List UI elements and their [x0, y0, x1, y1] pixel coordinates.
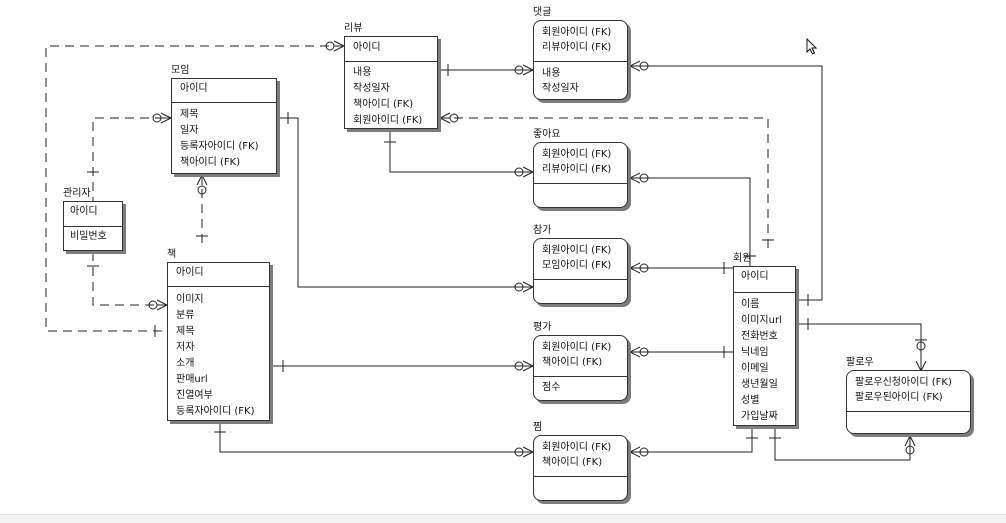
entity-title: 참가 — [533, 225, 552, 236]
rel-admin-meeting — [87, 112, 173, 206]
rel-admin-book — [87, 252, 169, 311]
foreign-key: 모임아이디 (FK) — [542, 260, 612, 271]
foreign-key: 팔로우된아이디 (FK) — [855, 392, 943, 403]
foreign-key: 리뷰아이디 (FK) — [542, 164, 612, 175]
attribute: 등록자아이디 (FK) — [180, 141, 259, 152]
foreign-key: 책아이디 (FK) — [542, 357, 603, 368]
entity-title: 리뷰 — [344, 23, 363, 34]
attribute: 판매url — [176, 374, 208, 385]
attribute: 내용 — [353, 67, 372, 78]
attribute: 이름 — [741, 299, 760, 310]
rel-book-meeting — [196, 173, 208, 243]
attribute: 소개 — [176, 358, 195, 369]
entity-participation[interactable]: 참가 회원아이디 (FK) 모임아이디 (FK) — [533, 225, 628, 304]
entity-book[interactable]: 책 아이디 이미지 분류 제목 저자 소개 판매url 진열여부 등록자아이디 … — [167, 249, 270, 421]
foreign-key: 회원아이디 (FK) — [542, 149, 612, 160]
mouse-cursor-icon — [806, 38, 818, 55]
primary-key: 아이디 — [176, 267, 204, 278]
primary-key: 아이디 — [180, 83, 208, 94]
attribute: 이미지 — [176, 294, 204, 305]
entity-title: 모임 — [171, 65, 190, 76]
attribute: 점수 — [542, 382, 561, 393]
attribute: 생년월일 — [741, 379, 778, 390]
attribute: 내용 — [542, 68, 561, 79]
attribute: 분류 — [176, 310, 195, 321]
entity-meeting[interactable]: 모임 아이디 제목 일자 등록자아이디 (FK) 책아이디 (FK) — [171, 65, 277, 174]
attribute: 전화번호 — [741, 331, 778, 342]
window-bottom-strip — [0, 514, 1006, 523]
rel-book-rating — [271, 360, 535, 372]
rel-member-wish — [628, 428, 758, 458]
entity-review[interactable]: 리뷰 아이디 내용 작성일자 책아이디 (FK) 회원아이디 (FK) — [344, 23, 438, 129]
foreign-key: 팔로우신청아이디 (FK) — [855, 377, 952, 388]
entity-like[interactable]: 좋아요 회원아이디 (FK) 리뷰아이디 (FK) — [533, 129, 628, 208]
attribute: 회원아이디 (FK) — [353, 115, 423, 126]
entity-title: 관리자 — [63, 188, 91, 199]
primary-key: 아이디 — [741, 271, 769, 282]
foreign-key: 회원아이디 (FK) — [542, 245, 612, 256]
entity-title: 팔로우 — [846, 357, 874, 368]
rel-book-wish — [214, 423, 535, 458]
attribute: 제목 — [176, 326, 195, 337]
attribute: 이메일 — [741, 363, 769, 374]
attribute: 제목 — [180, 109, 199, 120]
entity-wish[interactable]: 찜 회원아이디 (FK) 책아이디 (FK) — [533, 422, 628, 501]
rel-member-rating — [628, 346, 733, 358]
attribute: 책아이디 (FK) — [180, 157, 241, 168]
foreign-key: 회원아이디 (FK) — [542, 27, 612, 38]
attribute: 일자 — [180, 125, 199, 136]
rel-review-like — [384, 131, 535, 178]
entity-comment[interactable]: 댓글 회원아이디 (FK) 리뷰아이디 (FK) 내용 작성일자 — [533, 7, 628, 100]
attribute: 성별 — [741, 395, 760, 406]
attribute: 비밀번호 — [70, 231, 107, 242]
rel-member-comment — [628, 60, 823, 306]
entity-title: 책 — [167, 249, 177, 260]
foreign-key: 회원아이디 (FK) — [542, 442, 612, 453]
entity-title: 댓글 — [533, 7, 552, 18]
rel-member-follow-followed — [769, 428, 916, 461]
entity-member[interactable]: 회원 아이디 이름 이미지url 전화번호 닉네임 이메일 생년월일 성별 가입… — [733, 253, 796, 426]
foreign-key: 리뷰아이디 (FK) — [542, 42, 612, 53]
attribute: 작성일자 — [353, 83, 390, 94]
attribute: 책아이디 (FK) — [353, 99, 414, 110]
entity-admin[interactable]: 관리자 아이디 비밀번호 — [63, 188, 123, 251]
attribute: 가입날짜 — [741, 411, 778, 422]
foreign-key: 책아이디 (FK) — [542, 457, 603, 468]
rel-meeting-participation — [278, 112, 535, 293]
entity-title: 회원 — [733, 253, 752, 264]
primary-key: 아이디 — [70, 206, 98, 217]
entity-title: 좋아요 — [533, 129, 561, 140]
entity-title: 평가 — [533, 322, 552, 333]
rel-member-participation — [628, 262, 733, 274]
rel-member-follow-applicant — [798, 318, 927, 373]
attribute: 작성일자 — [542, 83, 579, 94]
rel-member-review — [438, 112, 774, 248]
attribute: 저자 — [176, 342, 195, 353]
attribute: 진열여부 — [176, 390, 213, 401]
entity-rating[interactable]: 평가 회원아이디 (FK) 책아이디 (FK) 점수 — [533, 322, 628, 401]
rel-member-like — [628, 172, 756, 266]
entity-title: 찜 — [533, 422, 543, 433]
foreign-key: 회원아이디 (FK) — [542, 342, 612, 353]
entity-follow[interactable]: 팔로우 팔로우신청아이디 (FK) 팔로우된아이디 (FK) — [846, 357, 971, 434]
attribute: 이미지url — [741, 315, 782, 326]
attribute: 닉네임 — [741, 347, 769, 358]
primary-key: 아이디 — [353, 42, 381, 53]
attribute: 등록자아이디 (FK) — [176, 406, 255, 417]
rel-review-comment — [440, 64, 535, 76]
